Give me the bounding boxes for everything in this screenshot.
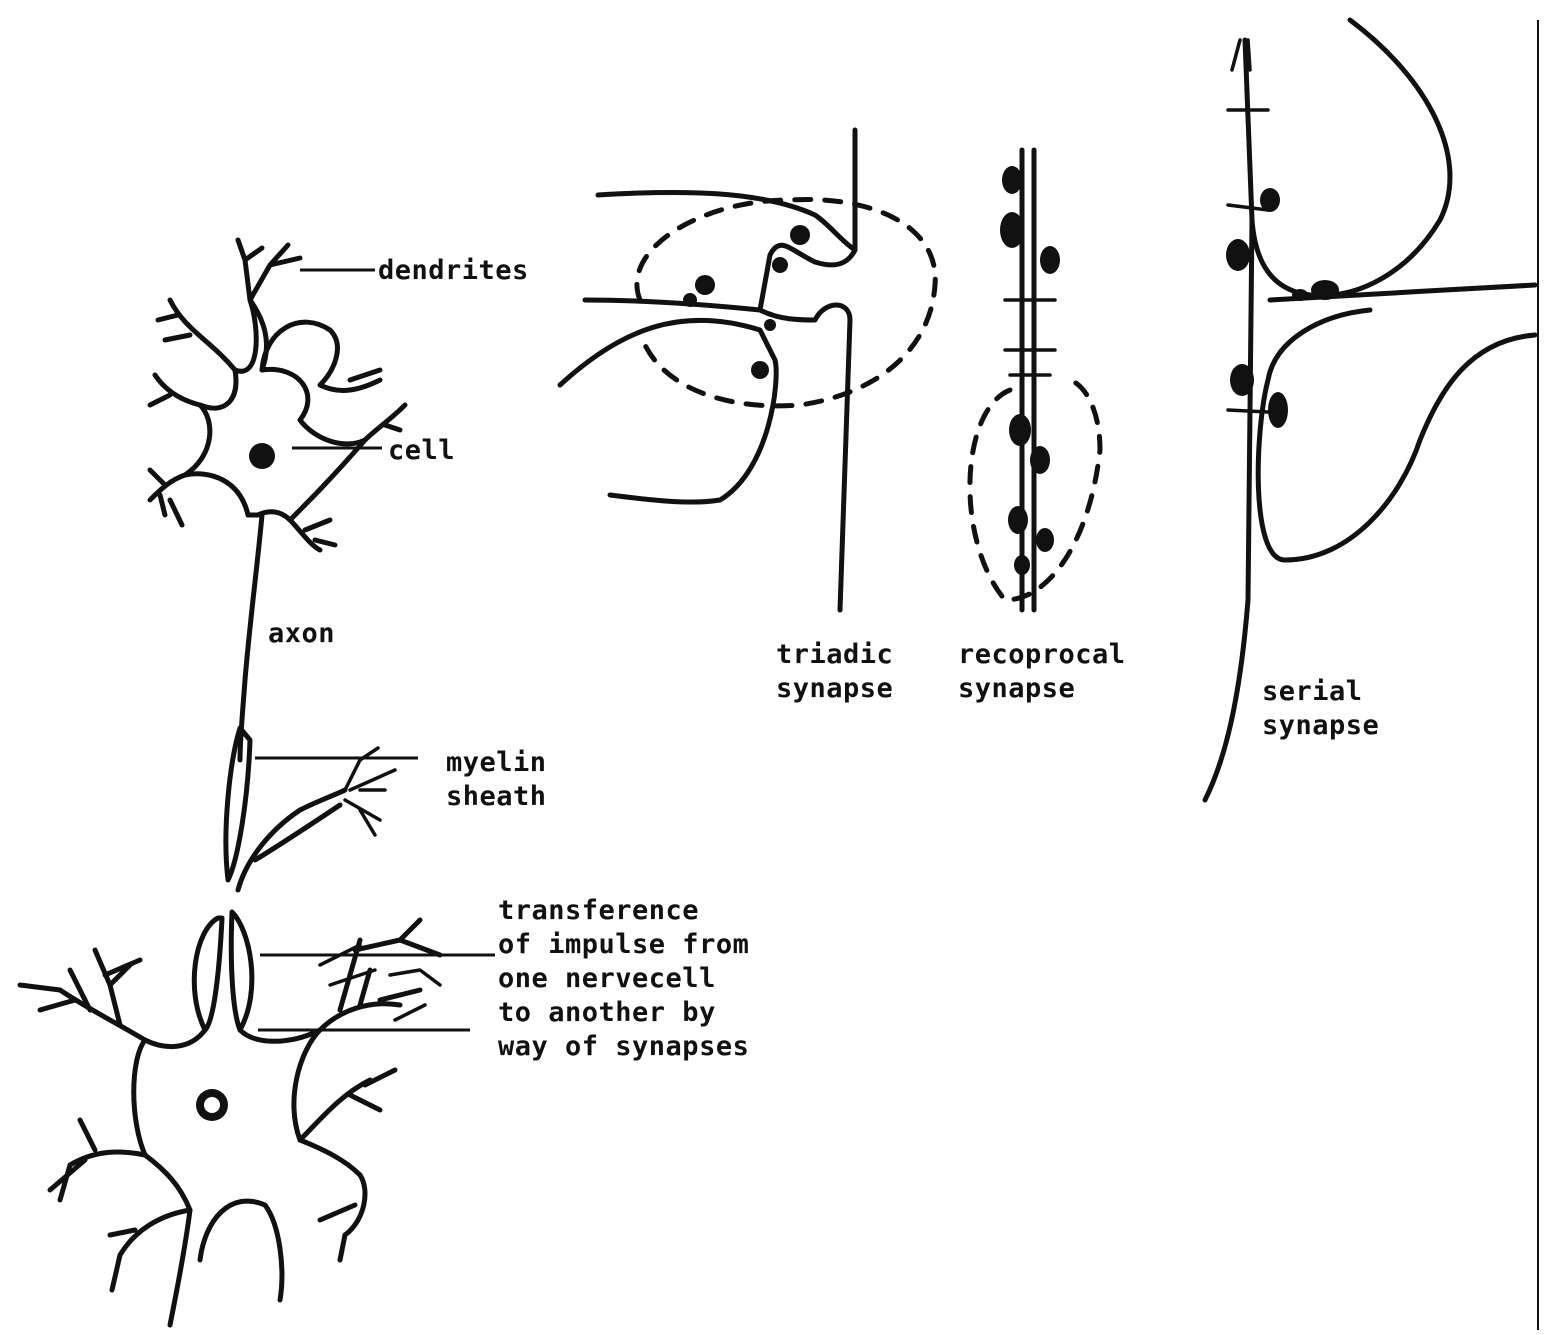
myelin-sheath: [226, 728, 395, 890]
myelin-sheath-label: myelin sheath: [446, 746, 547, 814]
transference-label: transference of impulse from one nervece…: [498, 894, 749, 1064]
reciprocal-synapse-label: recoprocal synapse: [958, 638, 1126, 706]
reciprocal-synapse-drawing: [970, 150, 1100, 610]
upper-nucleus: [249, 443, 275, 469]
dendrites-label: dendrites: [378, 254, 529, 288]
triadic-synapse-drawing: [560, 130, 935, 610]
upper-axon: [240, 515, 262, 760]
serial-synapse-label: serial synapse: [1262, 675, 1379, 743]
cell-label: cell: [388, 434, 455, 468]
lower-cell-body: [134, 1030, 360, 1325]
triadic-synapse-label: triadic synapse: [776, 638, 893, 706]
upper-dendrite: [150, 240, 405, 550]
lower-neuron: [20, 912, 440, 1325]
axon-label: axon: [268, 617, 335, 651]
upper-neuron: [150, 240, 405, 760]
